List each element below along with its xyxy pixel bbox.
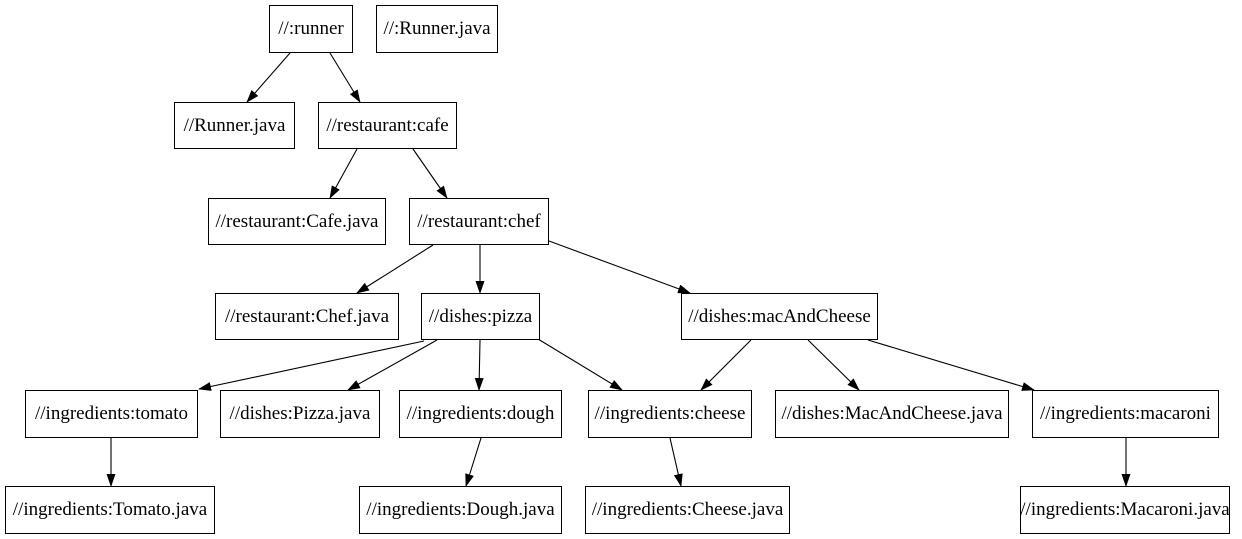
graph-node-label: //ingredients:Dough.java xyxy=(366,499,555,520)
edge-cheese-to-cheese-java xyxy=(669,437,683,487)
edge-pizza-to-tomato xyxy=(198,340,425,391)
graph-node-label: //ingredients:cheese xyxy=(594,403,746,424)
edge-pizza-to-dough xyxy=(474,339,484,391)
edge-chef-to-mac-and-cheese xyxy=(548,240,691,294)
edge-cafe-to-chef xyxy=(412,148,448,199)
graph-node-label: //dishes:pizza xyxy=(428,305,533,327)
graph-node-pizza-java: //dishes:Pizza.java xyxy=(220,390,380,438)
edge-mac-and-cheese-to-macaroni xyxy=(867,339,1035,391)
graph-node-label: //ingredients:tomato xyxy=(34,403,189,424)
graph-node-label: //dishes:macAndCheese xyxy=(688,305,871,327)
graph-node-chef-java: //restaurant:Chef.java xyxy=(215,293,399,340)
graph-node-cheese: //ingredients:cheese xyxy=(588,390,752,438)
edge-cafe-to-cafe-java xyxy=(329,148,358,199)
graph-node-cafe-java: //restaurant:Cafe.java xyxy=(208,198,386,245)
edge-runner-to-runner-java xyxy=(246,52,291,103)
graph-node-label: //dishes:MacAndCheese.java xyxy=(781,403,1003,424)
graph-node-label: //ingredients:Tomato.java xyxy=(12,499,208,520)
edge-runner-to-cafe xyxy=(329,52,361,103)
graph-node-tomato-java: //ingredients:Tomato.java xyxy=(5,486,215,534)
graph-node-label: //:Runner.java xyxy=(383,18,491,39)
edge-pizza-to-pizza-java xyxy=(347,339,438,391)
graph-node-tomato: //ingredients:tomato xyxy=(25,390,198,438)
graph-node-label: //ingredients:Cheese.java xyxy=(591,499,784,520)
graph-node-label: //ingredients:dough xyxy=(406,403,555,424)
graph-node-label: //ingredients:Macaroni.java xyxy=(1020,499,1230,520)
graph-node-label: //Runner.java xyxy=(183,114,286,136)
graph-node-dough: //ingredients:dough xyxy=(399,390,562,438)
graph-node-runner-java: //Runner.java xyxy=(174,102,295,149)
graph-node-runner: //:runner xyxy=(269,5,353,53)
graph-node-runner-java-root: //:Runner.java xyxy=(376,5,498,53)
graph-node-label: //restaurant:Chef.java xyxy=(224,305,390,327)
graph-node-label: //dishes:Pizza.java xyxy=(229,403,371,424)
edge-chef-to-chef-java xyxy=(356,244,434,294)
graph-node-label: //restaurant:Cafe.java xyxy=(215,210,379,232)
graph-node-cheese-java: //ingredients:Cheese.java xyxy=(585,486,790,534)
edge-pizza-to-cheese xyxy=(537,338,623,391)
graph-node-mac-and-cheese: //dishes:macAndCheese xyxy=(681,293,878,340)
edge-mac-and-cheese-to-mac-and-cheese-java xyxy=(807,339,860,391)
graph-node-macaroni: //ingredients:macaroni xyxy=(1032,390,1219,438)
edge-dough-to-dough-java xyxy=(465,437,482,487)
graph-node-label: //restaurant:cafe xyxy=(326,114,449,136)
graph-node-pizza: //dishes:pizza xyxy=(421,293,540,340)
graph-node-cafe: //restaurant:cafe xyxy=(318,102,457,149)
edge-mac-and-cheese-to-cheese xyxy=(700,339,752,391)
graph-node-macaroni-java: //ingredients:Macaroni.java xyxy=(1020,486,1230,534)
graph-node-dough-java: //ingredients:Dough.java xyxy=(359,486,562,534)
graph-node-label: //ingredients:macaroni xyxy=(1040,403,1211,424)
graph-node-mac-and-cheese-java: //dishes:MacAndCheese.java xyxy=(775,390,1009,438)
graph-node-label: //:runner xyxy=(278,18,344,39)
graph-node-chef: //restaurant:chef xyxy=(409,198,549,245)
graph-node-label: //restaurant:chef xyxy=(417,210,541,232)
